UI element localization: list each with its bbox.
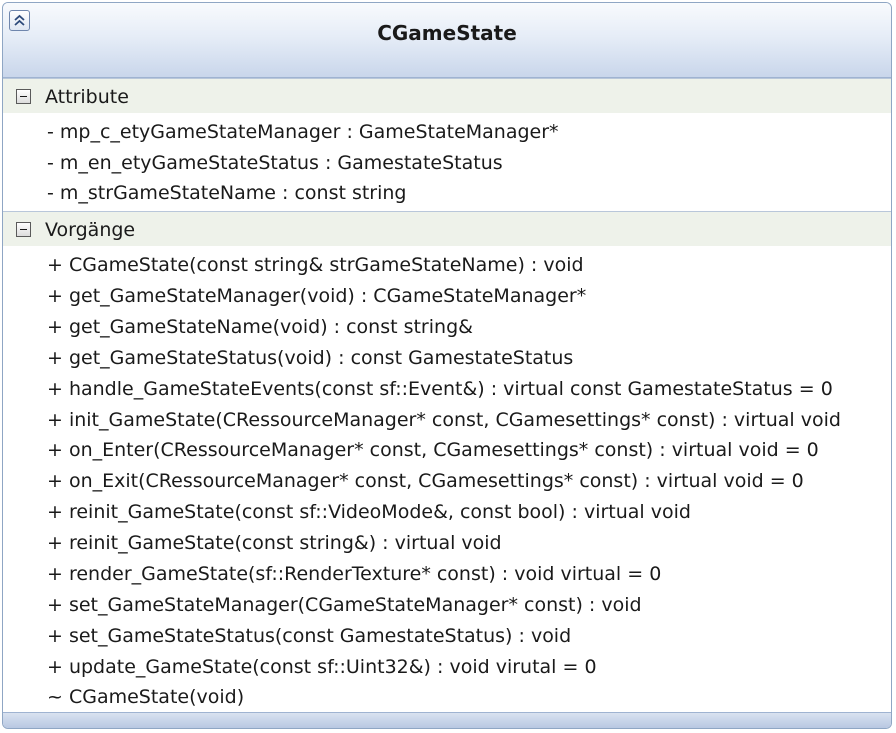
operation-item[interactable]: + get_GameStateName(void) : const string… xyxy=(47,316,473,338)
minus-box-icon[interactable] xyxy=(16,222,31,237)
operation-item[interactable]: + reinit_GameState(const sf::VideoMode&,… xyxy=(47,501,691,523)
operation-item[interactable]: + set_GameStateManager(CGameStateManager… xyxy=(47,594,642,616)
operation-item[interactable]: + update_GameState(const sf::Uint32&) : … xyxy=(47,656,597,678)
operation-item[interactable]: + render_GameState(sf::RenderTexture* co… xyxy=(47,563,662,585)
operation-item[interactable]: + on_Enter(CRessourceManager* const, CGa… xyxy=(47,439,819,461)
collapse-button[interactable] xyxy=(9,10,30,31)
operation-item[interactable]: ~ CGameState(void) xyxy=(47,686,245,708)
operation-item[interactable]: + set_GameStateStatus(const GamestateSta… xyxy=(47,625,572,647)
section-label-attributes: Attribute xyxy=(45,86,129,108)
operation-item[interactable]: + init_GameState(CRessourceManager* cons… xyxy=(47,409,841,431)
attribute-item[interactable]: - mp_c_etyGameStateManager : GameStateMa… xyxy=(47,121,559,143)
section-header-attributes[interactable]: Attribute xyxy=(3,78,891,113)
operation-item[interactable]: + on_Exit(CRessourceManager* const, CGam… xyxy=(47,470,804,492)
operation-item[interactable]: + reinit_GameState(const string&) : virt… xyxy=(47,532,502,554)
operation-item[interactable]: + handle_GameStateEvents(const sf::Event… xyxy=(47,378,833,400)
minus-box-icon[interactable] xyxy=(16,89,31,104)
double-chevron-up-icon xyxy=(14,14,25,26)
class-header: CGameState xyxy=(3,3,891,78)
section-label-operations: Vorgänge xyxy=(45,219,136,241)
class-footer xyxy=(3,712,891,728)
attribute-item[interactable]: - m_strGameStateName : const string xyxy=(47,182,407,204)
operation-item[interactable]: + get_GameStateStatus(void) : const Game… xyxy=(47,347,574,369)
attribute-item[interactable]: - m_en_etyGameStateStatus : GamestateSta… xyxy=(47,152,503,174)
operation-item[interactable]: + get_GameStateManager(void) : CGameStat… xyxy=(47,285,587,307)
section-header-operations[interactable]: Vorgänge xyxy=(3,211,891,246)
operation-item[interactable]: + CGameState(const string& strGameStateN… xyxy=(47,254,584,276)
class-title: CGameState xyxy=(377,21,517,45)
